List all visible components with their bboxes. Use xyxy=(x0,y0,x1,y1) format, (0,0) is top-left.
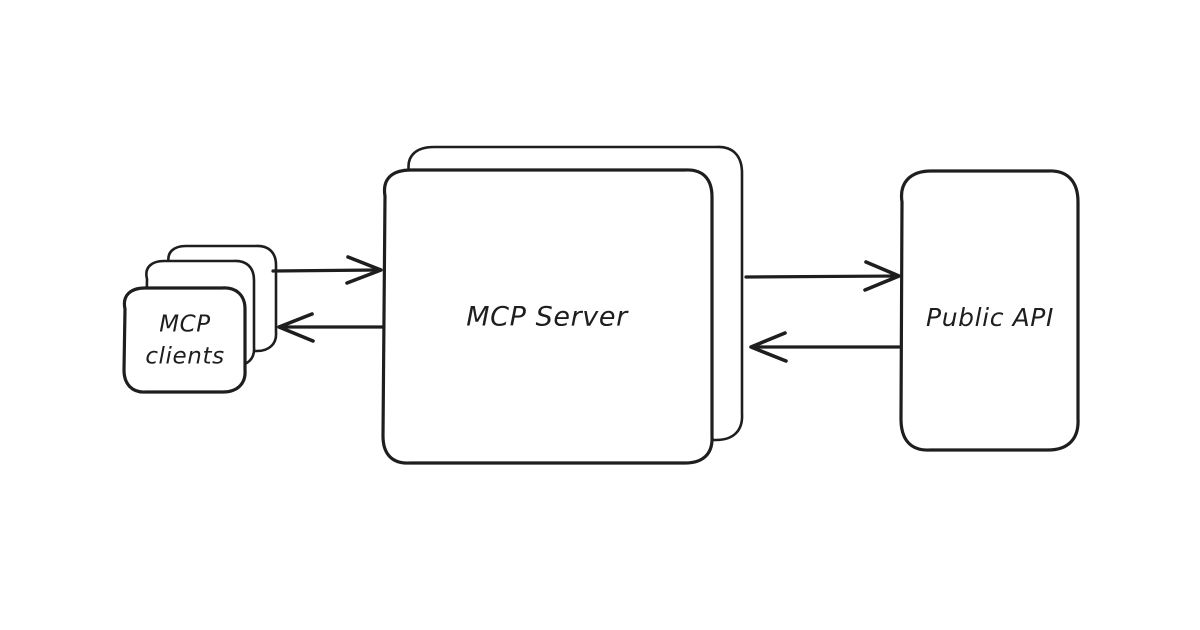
edge-clients-to-server[interactable] xyxy=(271,255,383,285)
node-mcp-clients[interactable]: MCP clients xyxy=(122,244,278,394)
mcp-server-label: MCP Server xyxy=(466,302,629,333)
edge-clients-to-server-line xyxy=(271,268,380,273)
mcp-clients-label-line2: clients xyxy=(145,344,224,370)
edge-server-to-clients[interactable] xyxy=(277,312,384,343)
edge-server-to-api-line xyxy=(744,274,899,279)
node-public-api[interactable]: Public API xyxy=(899,169,1080,452)
public-api-label: Public API xyxy=(926,303,1054,332)
node-mcp-server[interactable]: MCP Server xyxy=(381,145,744,465)
edge-clients-to-server-arrowhead xyxy=(345,255,383,285)
mcp-clients-front-panel xyxy=(122,286,247,394)
mcp-server-front-panel xyxy=(381,168,714,465)
edge-server-to-api-arrowhead xyxy=(863,260,901,292)
edge-api-to-server-arrowhead xyxy=(749,331,788,363)
edge-server-to-clients-arrowhead xyxy=(277,312,315,343)
edge-server-to-api[interactable] xyxy=(744,260,901,292)
edge-api-to-server[interactable] xyxy=(749,331,901,363)
mcp-clients-label-line1: MCP xyxy=(159,312,211,338)
public-api-panel xyxy=(899,169,1080,452)
